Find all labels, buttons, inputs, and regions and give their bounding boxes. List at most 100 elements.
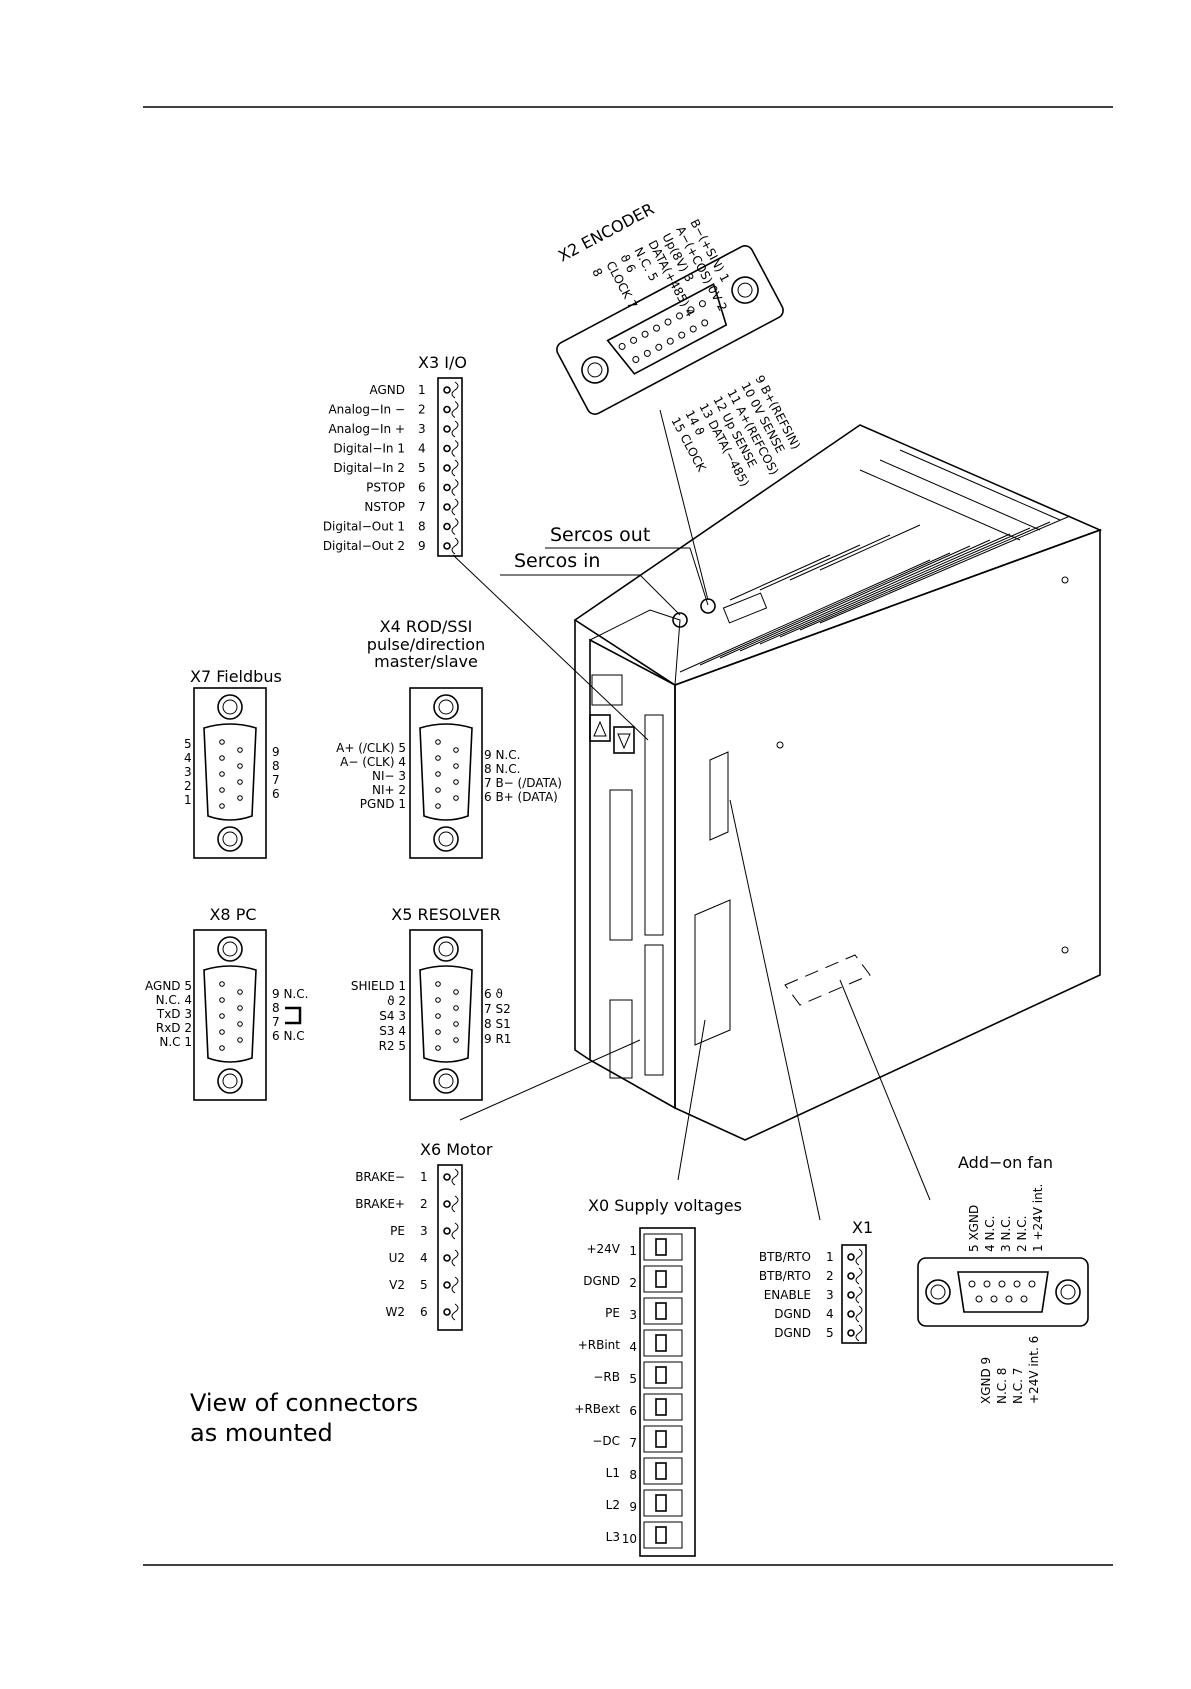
pin (998, 1280, 1006, 1288)
x1-pin-number: 1 (826, 1250, 834, 1264)
supply-screw (655, 1398, 667, 1416)
terminal-wave (855, 1267, 863, 1285)
top-grill (679, 449, 1071, 673)
resolver-pin-label: S3 4 (379, 1024, 406, 1038)
pin (453, 989, 459, 995)
terminal-wave (855, 1286, 863, 1304)
terminal-pin (443, 1227, 451, 1235)
io-pin-label: Digital−Out 2 (323, 539, 405, 553)
io-pin-number: 7 (418, 500, 426, 514)
terminal-pin (443, 503, 451, 511)
mount-screw-inner (438, 1073, 454, 1089)
x4-rod-connector: X4 ROD/SSIpulse/directionmaster/slaveA+ … (336, 617, 562, 859)
fan-pin-label: 3 N.C. (999, 1216, 1013, 1252)
resolver-pin-label: ϑ 2 (387, 994, 406, 1008)
connector-plate (409, 687, 483, 859)
terminal-pin (443, 483, 451, 492)
rod-pin-label: NI+ 2 (372, 783, 406, 797)
terminal-pin (847, 1291, 855, 1299)
terminal-pin (847, 1310, 855, 1318)
pin (1020, 1295, 1028, 1303)
x1-pin-number: 2 (826, 1269, 834, 1283)
pin (237, 1021, 243, 1027)
terminal-wave (451, 420, 459, 438)
io-pin-number: 6 (418, 481, 426, 495)
rod-pin-label: PGND 1 (360, 797, 406, 811)
supply-pin-label: −DC (592, 1434, 620, 1448)
terminal-pin (443, 542, 451, 550)
supply-pin-label: L3 (606, 1530, 620, 1544)
supply-pin-label: L1 (606, 1466, 620, 1480)
pin (687, 306, 695, 314)
mount-screw (1055, 1279, 1081, 1305)
supply-pin-number: 2 (629, 1276, 637, 1290)
rod-subtitle: pulse/direction (367, 635, 485, 654)
supply-cell (643, 1297, 683, 1325)
pin (664, 318, 672, 326)
pin (975, 1295, 983, 1303)
pin (435, 997, 441, 1003)
io-pin-label: Digital−In 1 (333, 442, 405, 456)
pin (453, 747, 459, 753)
pin (983, 1280, 991, 1288)
pin (219, 1013, 225, 1019)
pin (453, 1005, 459, 1011)
fieldbus-pin-label: 6 (272, 787, 280, 801)
x1-pin-label: BTB/RTO (759, 1250, 811, 1264)
rod-pin-label: A− (CLK) 4 (340, 755, 406, 769)
pin (219, 787, 225, 793)
x1-pin-label: BTB/RTO (759, 1269, 811, 1283)
mount-screw (731, 276, 759, 304)
resolver-pin-label: SHIELD 1 (351, 979, 406, 993)
dsub-shell (203, 965, 257, 1063)
io-pin-label: Digital−In 2 (333, 461, 405, 475)
supply-pin-label: +RBint (578, 1338, 621, 1352)
fieldbus-pin-label: 9 (272, 745, 280, 759)
pc-pin-label: RxD 2 (156, 1021, 192, 1035)
motor-pin-label: W2 (386, 1305, 406, 1319)
connector-plate (409, 929, 483, 1101)
mount-screw (217, 1068, 243, 1094)
pin (453, 763, 459, 769)
fieldbus-pin-label: 3 (184, 765, 192, 779)
terminal-pin (443, 386, 451, 394)
mount-screw (433, 694, 459, 720)
pin (701, 319, 709, 327)
terminal-pin (443, 444, 451, 453)
pc-pin-label: 7 (272, 1015, 280, 1029)
rod-pin-label: NI− 3 (372, 769, 406, 783)
mount-screw-inner (930, 1284, 946, 1300)
io-pin-number: 4 (418, 442, 426, 456)
encoder-plate (556, 245, 784, 415)
pc-pin-label: N.C. 4 (156, 993, 192, 1007)
resolver-pin-label: R2 5 (379, 1039, 406, 1053)
supply-pin-number: 8 (629, 1468, 637, 1482)
resolver-pin-label: 7 S2 (484, 1002, 511, 1016)
io-pin-label: PSTOP (366, 481, 405, 495)
fieldbus-pin-label: 5 (184, 737, 192, 751)
terminal-wave (451, 498, 459, 516)
terminal-pin (443, 464, 451, 472)
dsub-shell (419, 723, 473, 821)
fieldbus-title: X7 Fieldbus (190, 667, 282, 686)
mount-screw (581, 356, 609, 384)
pin (653, 324, 661, 332)
pin (435, 787, 441, 793)
supply-pin-label: L2 (606, 1498, 620, 1512)
pin (219, 981, 225, 987)
motor-pin-number: 5 (420, 1278, 428, 1292)
rod-pin-label: 8 N.C. (484, 762, 520, 776)
sercos-in-label: Sercos in (514, 550, 600, 572)
terminal-block (841, 1244, 867, 1344)
supply-cell (643, 1457, 683, 1485)
supply-pin-label: +RBext (574, 1402, 620, 1416)
terminal-wave (451, 381, 459, 399)
